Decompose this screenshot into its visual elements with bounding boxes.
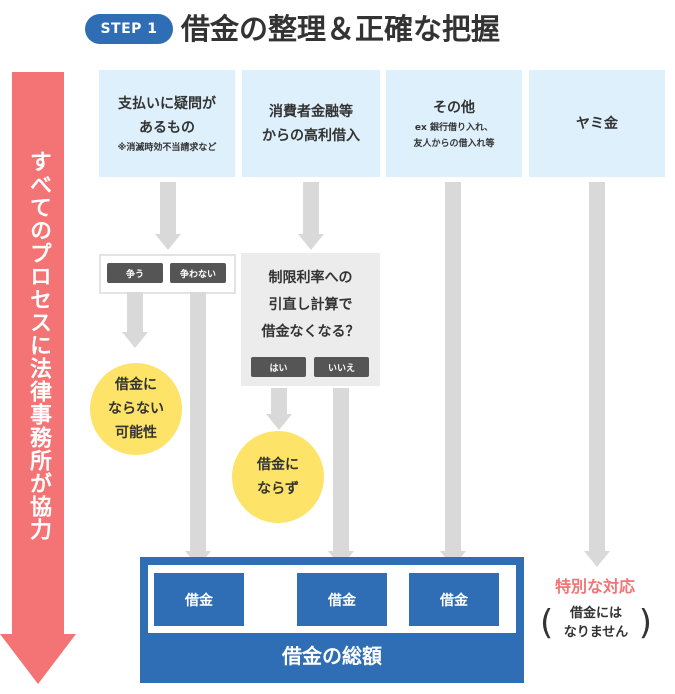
recalculation-question: 制限利率への 引直し計算で 借金なくなる？ bbox=[241, 265, 380, 346]
category-title-line: あるもの bbox=[139, 119, 195, 136]
process-arrow-bar bbox=[12, 72, 64, 634]
category-note: 友人からの借入れ等 bbox=[413, 138, 495, 149]
flow-arrow-shaft bbox=[127, 292, 143, 332]
page-title: 借金の整理＆正確な把握 bbox=[181, 12, 501, 46]
debt-box: 借金 bbox=[154, 573, 244, 626]
process-arrow-label: すべてのプロセスに法律事務所が協力 bbox=[26, 149, 51, 541]
category-loan-shark: ヤミ金 bbox=[529, 70, 665, 177]
flow-arrow-head bbox=[122, 332, 148, 348]
flow-arrow-shaft bbox=[445, 182, 461, 554]
category-note: ※消滅時効不当請求など bbox=[117, 142, 217, 153]
category-note: ex 銀行借り入れ、 bbox=[414, 122, 494, 133]
category-consumer-finance: 消費者金融等 からの高利借入 bbox=[242, 70, 380, 177]
flow-arrow-shaft bbox=[190, 292, 206, 554]
question-yes-label: はい bbox=[251, 357, 306, 377]
flow-arrow-shaft bbox=[589, 182, 605, 554]
outcome-no-debt: 借金に ならず bbox=[232, 431, 324, 523]
outcome-line: 借金に bbox=[257, 457, 299, 473]
outcome-line: 借金に bbox=[115, 377, 157, 393]
category-title-line: ヤミ金 bbox=[576, 115, 618, 132]
question-line: 引直し計算で bbox=[268, 297, 353, 313]
dispute-yes-label: 争う bbox=[107, 263, 163, 283]
flow-arrow-shaft bbox=[333, 388, 349, 554]
flow-arrow-head bbox=[298, 234, 324, 250]
flow-arrow-head bbox=[266, 414, 292, 430]
outcome-not-debt: 借金に ならない 可能性 bbox=[90, 363, 182, 455]
outcome-line: ならない bbox=[108, 401, 164, 417]
category-disputed: 支払いに疑問が あるもの ※消滅時効不当請求など bbox=[99, 70, 235, 177]
question-line: 制限利率への bbox=[268, 270, 353, 286]
category-title-line: からの高利借入 bbox=[262, 127, 360, 144]
dispute-no-label: 争わない bbox=[170, 263, 226, 283]
question-no-label: いいえ bbox=[314, 357, 369, 377]
special-note-line: 借金には bbox=[569, 606, 622, 621]
flow-arrow-shaft bbox=[160, 182, 176, 234]
special-handling-note: ( 借金には なりません ) bbox=[540, 600, 652, 646]
close-paren: ) bbox=[638, 603, 652, 643]
debt-box: 借金 bbox=[297, 573, 387, 626]
total-debt-title: 借金の総額 bbox=[282, 644, 382, 668]
category-other: その他 ex 銀行借り入れ、 友人からの借入れ等 bbox=[386, 70, 522, 177]
category-title-line: 支払いに疑問が bbox=[118, 95, 216, 112]
flow-arrow-head bbox=[155, 234, 181, 250]
step-badge: STEP 1 bbox=[85, 14, 173, 44]
process-arrow-head bbox=[0, 634, 76, 684]
open-paren: ( bbox=[540, 603, 554, 643]
special-handling-title: 特別な対応 bbox=[554, 577, 635, 596]
category-title-line: その他 bbox=[433, 99, 475, 116]
special-note-line: なりません bbox=[563, 625, 629, 640]
flow-arrow-head bbox=[584, 551, 610, 567]
question-line: 借金なくなる？ bbox=[261, 324, 360, 340]
flow-arrow-shaft bbox=[271, 388, 287, 414]
debt-box: 借金 bbox=[409, 573, 499, 626]
category-title-line: 消費者金融等 bbox=[269, 103, 353, 120]
flow-arrow-shaft bbox=[303, 182, 319, 234]
outcome-line: 可能性 bbox=[115, 425, 157, 441]
outcome-line: ならず bbox=[257, 481, 299, 497]
